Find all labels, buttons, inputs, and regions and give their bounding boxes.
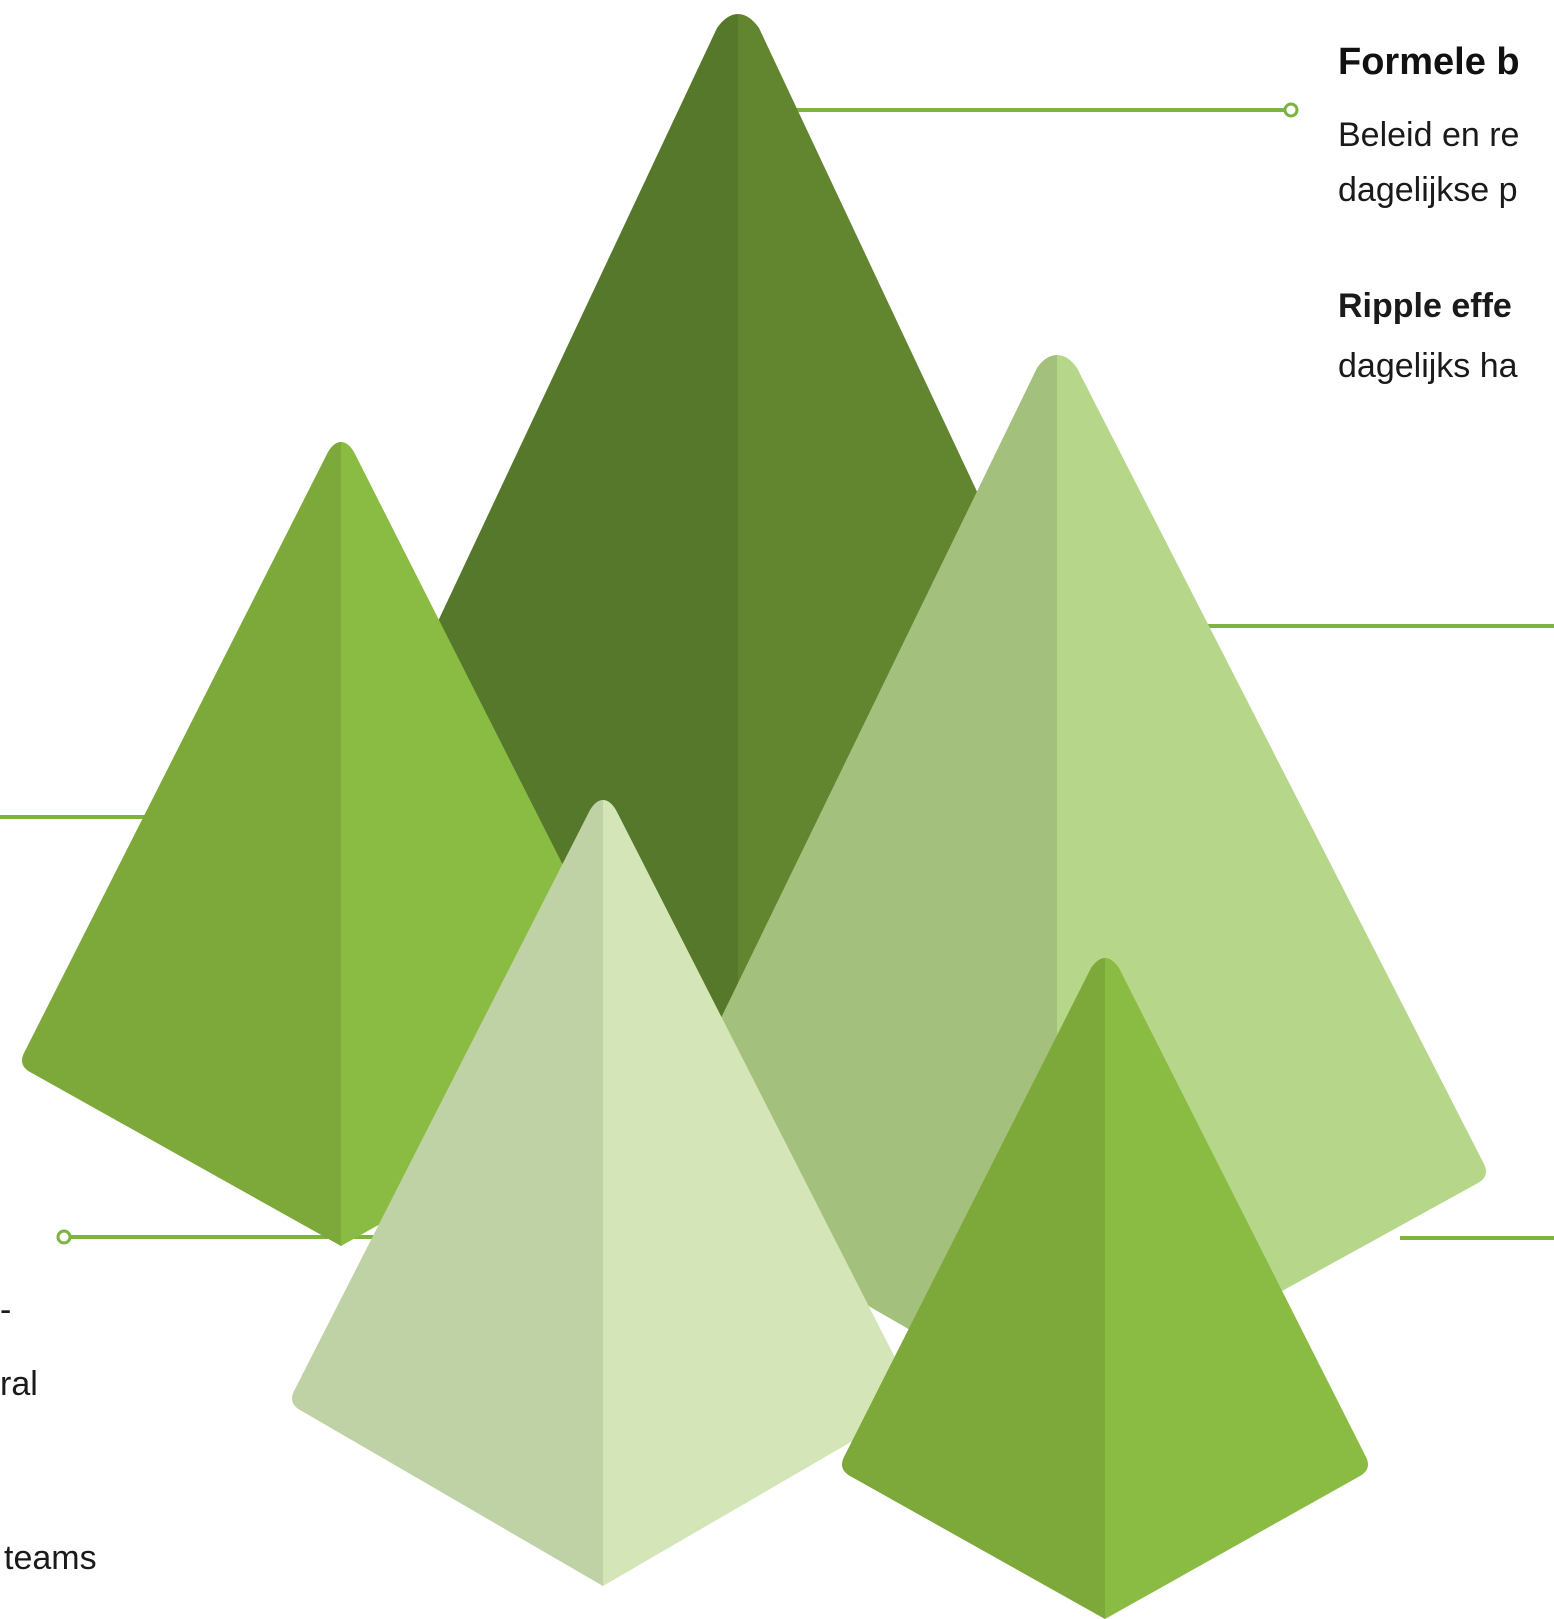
connector-lines — [0, 102, 1554, 1245]
ripple-line-2: dagelijks ha — [1338, 347, 1518, 385]
formele-heading: Formele b — [1338, 41, 1520, 83]
left-fragment-2: ral — [0, 1365, 38, 1403]
ripple-heading: Ripple effe — [1338, 287, 1512, 325]
connector-top-right-dot — [1283, 102, 1299, 118]
beleid-line-1: Beleid en re — [1338, 116, 1520, 154]
left-fragment-1: - — [0, 1291, 12, 1329]
tree-green-front — [842, 958, 1368, 1619]
tree-pale-front — [292, 800, 914, 1586]
beleid-line-2: dagelijkse p — [1338, 171, 1518, 209]
connector-bottom-left-dot — [56, 1229, 72, 1245]
left-fragment-3: teams — [4, 1539, 97, 1577]
